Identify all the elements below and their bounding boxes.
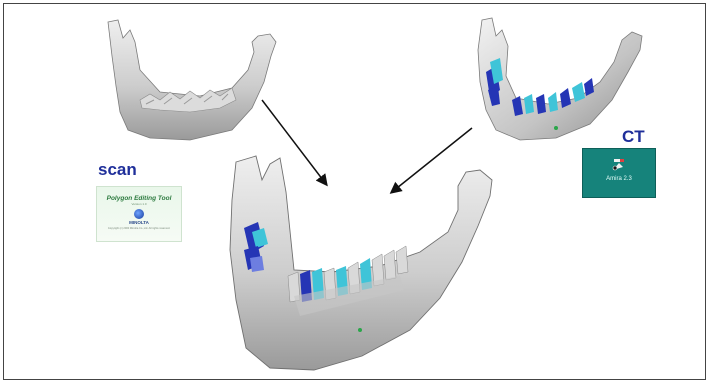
splash-copyright: Copyright (c) 2000 Minolta Co.,Ltd. All … bbox=[97, 227, 181, 230]
splash-title: Polygon Editing Tool bbox=[97, 195, 181, 202]
ct-label: CT bbox=[622, 127, 645, 147]
amira-caption: Amira 2.3 bbox=[583, 176, 655, 182]
mandible-scan-image bbox=[108, 20, 276, 140]
minolta-logo-icon bbox=[134, 209, 144, 219]
splash-brand: MINOLTA bbox=[97, 220, 181, 225]
mandible-merged-image bbox=[230, 156, 492, 370]
amira-icon bbox=[611, 158, 627, 172]
scan-label: scan bbox=[98, 160, 137, 180]
polygon-editing-tool-splash: Polygon Editing Tool Version 1.0 MINOLTA… bbox=[96, 186, 182, 242]
splash-version: Version 1.0 bbox=[97, 202, 181, 206]
mandible-ct-image bbox=[478, 18, 642, 140]
amira-app-tile[interactable]: Amira 2.3 bbox=[582, 148, 656, 198]
